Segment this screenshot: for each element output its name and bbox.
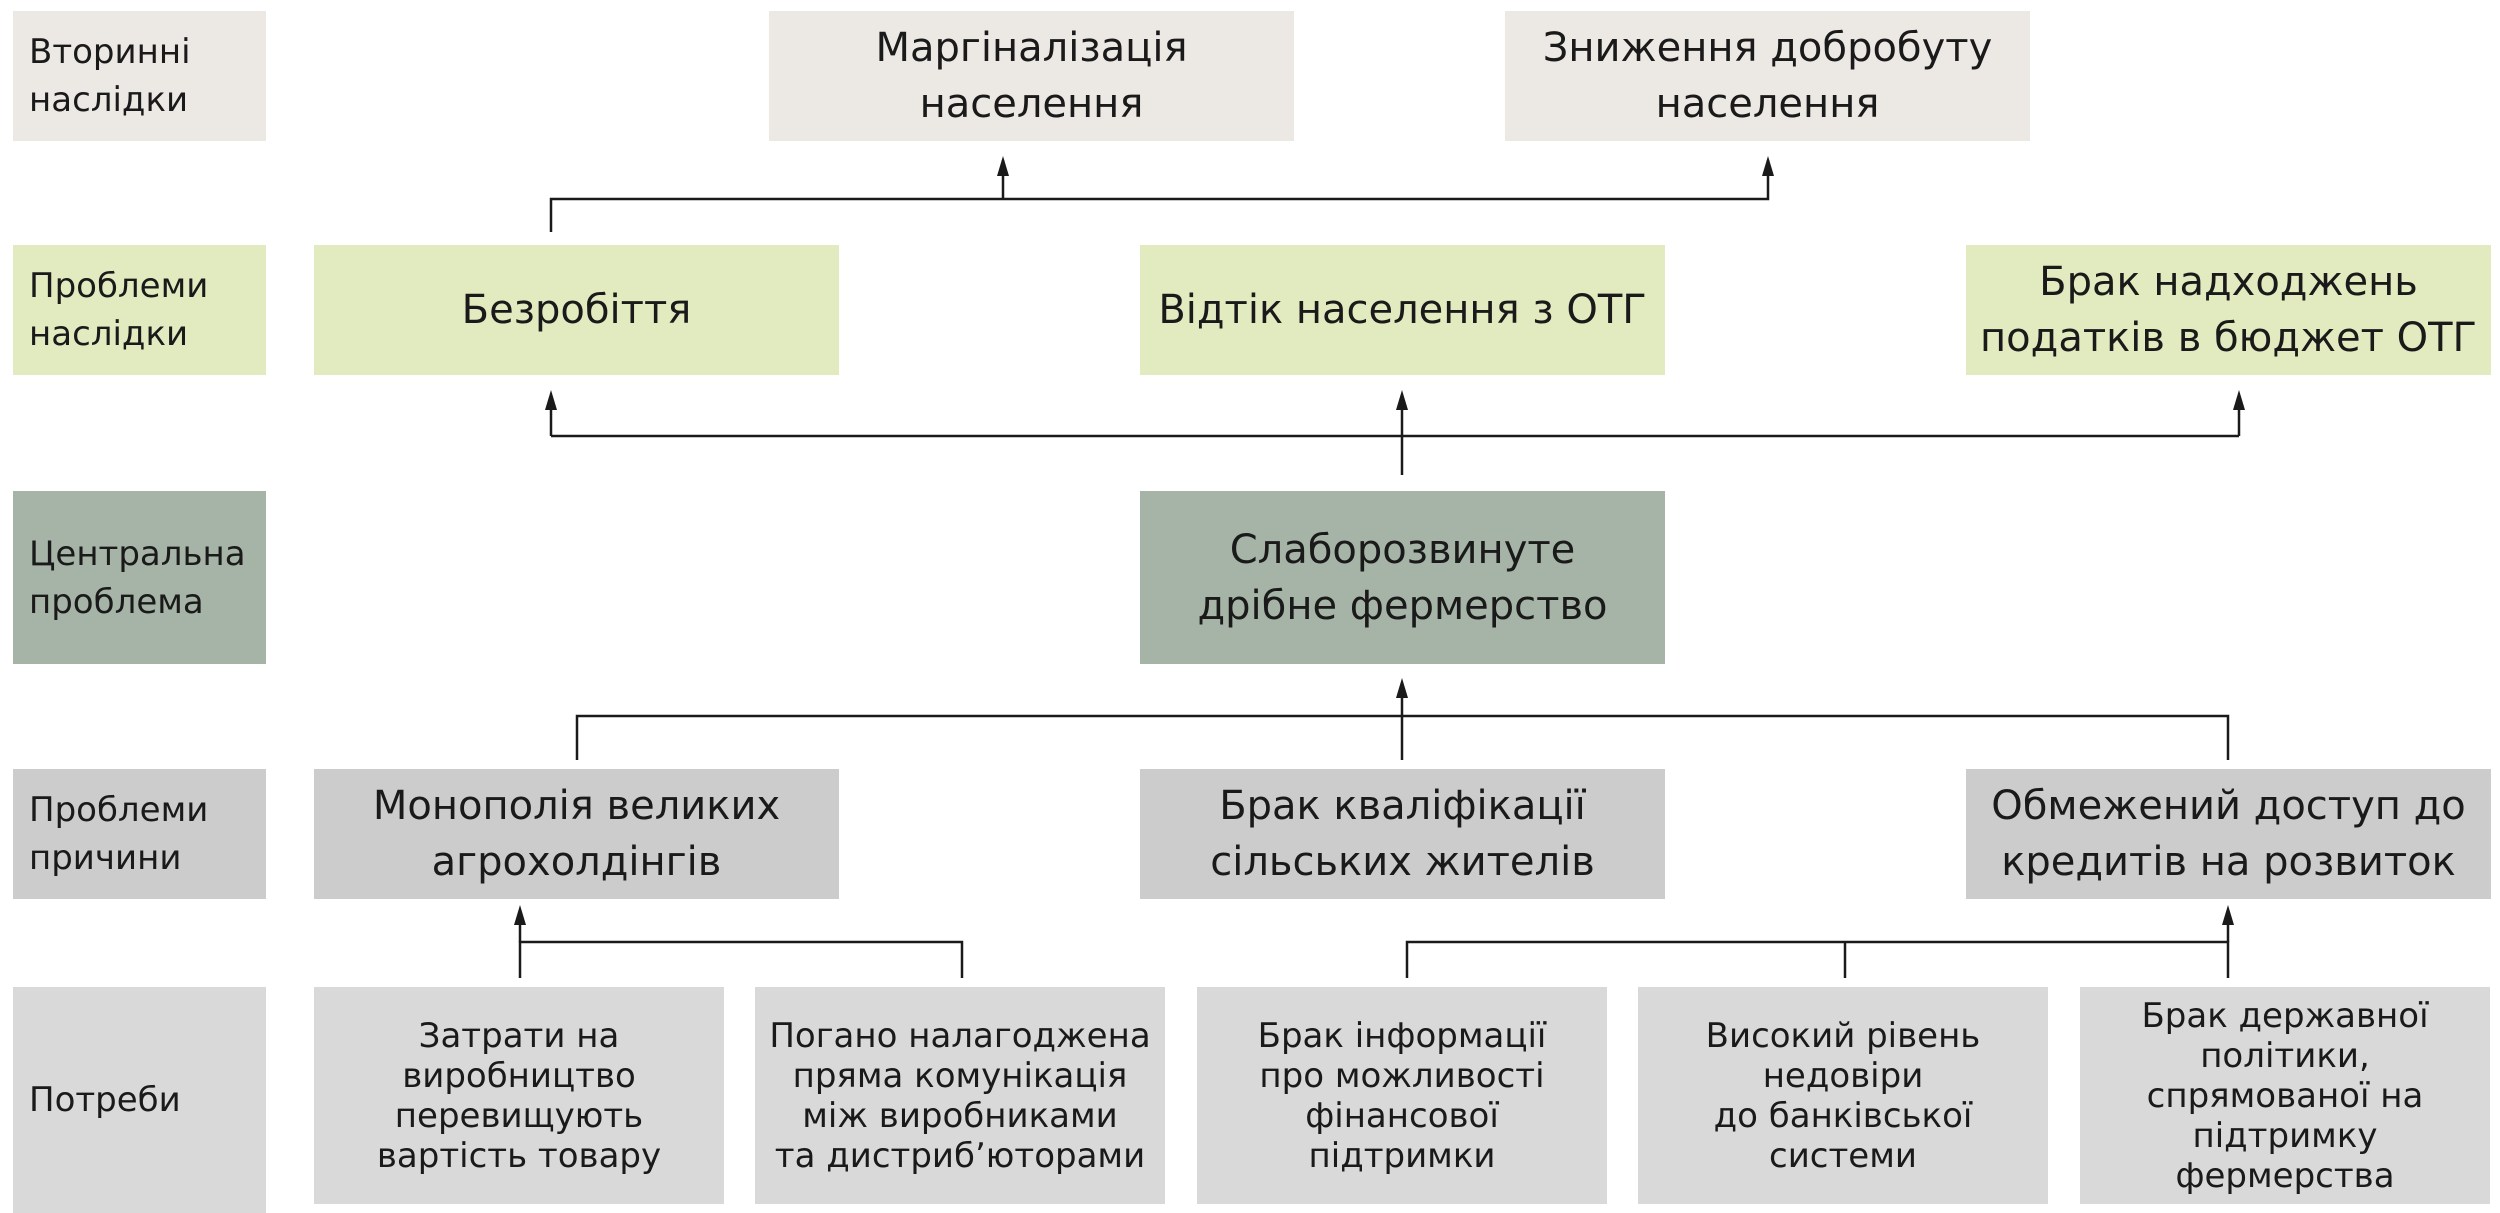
arrowhead-taxes — [2233, 390, 2245, 410]
node-tax-shortfall: Брак надходжень податків в бюджет ОТГ — [1966, 245, 2491, 375]
arrowhead-unemployment — [545, 390, 557, 410]
node-state-policy: Брак державної політики, спрямованої на … — [2080, 987, 2490, 1204]
node-bank-distrust: Високий рівень недовіри до банківської с… — [1638, 987, 2048, 1204]
node-communication: Погано налагоджена пряма комунікація між… — [755, 987, 1165, 1204]
arrowhead-marginalization — [997, 156, 1009, 176]
node-qualification-gap: Брак кваліфікації сільських жителів — [1140, 769, 1665, 899]
arrowhead-credit — [2222, 905, 2234, 925]
node-marginalization: Маргіналізація населення — [769, 11, 1294, 141]
row-label-effects: Проблеми наслідки — [13, 245, 266, 375]
arrowhead-monopoly — [514, 905, 526, 925]
node-credit-access: Обмежений доступ до кредитів на розвиток — [1966, 769, 2491, 899]
node-central-problem: Слаборозвинуте дрібне фермерство — [1140, 491, 1665, 664]
node-population-outflow: Відтік населення з ОТГ — [1140, 245, 1665, 375]
node-production-costs: Затрати на виробництво перевищують варті… — [314, 987, 724, 1204]
node-monopoly: Монополія великих агрохолдінгів — [314, 769, 839, 899]
node-unemployment: Безробіття — [314, 245, 839, 375]
arrowhead-outflow — [1396, 390, 1408, 410]
connector-needs-to-monopoly — [518, 940, 964, 978]
connector-needs-to-credit — [1405, 940, 2230, 978]
row-label-central: Центральна проблема — [13, 491, 266, 664]
row-label-causes: Проблеми причини — [13, 769, 266, 899]
row-label-needs: Потреби — [13, 987, 266, 1213]
node-welfare-decline: Зниження добробуту населення — [1505, 11, 2030, 141]
row-label-secondary: Вторинні наслідки — [13, 11, 266, 141]
node-financial-info: Брак інформації про можливості фінансово… — [1197, 987, 1607, 1204]
arrowhead-welfare — [1762, 156, 1774, 176]
arrowhead-central — [1396, 678, 1408, 698]
connector-effects-to-secondary — [549, 160, 1770, 232]
